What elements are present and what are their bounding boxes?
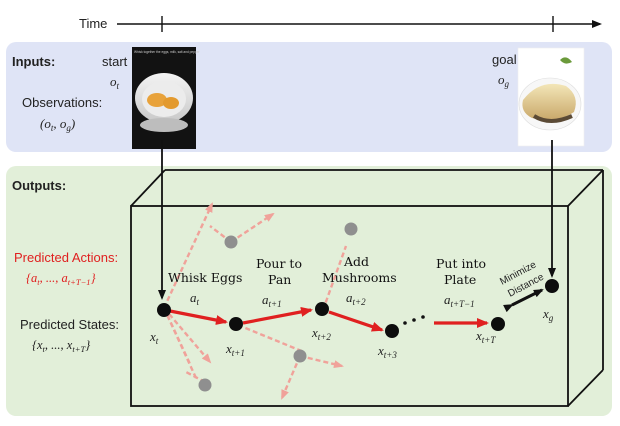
- step-2-label-1: Add: [343, 254, 369, 269]
- time-label: Time: [79, 16, 107, 31]
- state-goal-label: xg: [542, 306, 554, 323]
- predicted-states-math: {xt, ..., xt+T}: [32, 338, 90, 354]
- action-arrow-1: [169, 309, 228, 325]
- predicted-actions-label: Predicted Actions:: [14, 250, 118, 265]
- state-node-goal: [545, 279, 559, 293]
- state-labels: xt xt+1 xt+2 xt+3 xt+T xg: [149, 306, 554, 360]
- goal-math: og: [498, 72, 510, 89]
- step-3-label-1: Put into: [436, 256, 486, 271]
- state-1-label: xt+1: [225, 341, 245, 358]
- predicted-action-arrows: [169, 306, 489, 332]
- alt-node: [344, 222, 358, 236]
- state-3-label: xt+3: [377, 343, 397, 360]
- predicted-actions-math: {at, ..., at+T−1}: [26, 271, 96, 287]
- step-3-action: at+T−1: [444, 292, 475, 309]
- step-2-action: at+2: [346, 290, 366, 307]
- state-2-label: xt+2: [311, 325, 331, 342]
- start-image: Whisk together the eggs, milk, salt and …: [132, 47, 200, 149]
- alt-node: [198, 378, 212, 392]
- predicted-states-label: Predicted States:: [20, 317, 119, 332]
- outputs-title: Outputs:: [12, 178, 66, 193]
- inputs-title: Inputs:: [12, 54, 55, 69]
- state-4-label: xt+T: [475, 328, 496, 345]
- goal-label: goal: [492, 52, 517, 67]
- minimize-distance-arrow: [503, 288, 544, 313]
- time-axis: Time: [79, 16, 602, 32]
- alternative-state-nodes: [198, 222, 358, 392]
- step-1-action: at+1: [262, 292, 282, 309]
- action-arrow-3: [328, 310, 384, 332]
- step-labels: Whisk Eggs at Pour to Pan at+1 Add Mushr…: [168, 254, 486, 309]
- state-node-0: [157, 303, 171, 317]
- goal-image: [517, 47, 585, 147]
- observations-label: Observations:: [22, 95, 102, 110]
- step-1-label-1: Pour to: [256, 256, 302, 271]
- step-0-action: at: [190, 290, 200, 307]
- continuation-dots: [403, 315, 425, 325]
- alt-node: [293, 349, 307, 363]
- step-1-label-2: Pan: [268, 272, 291, 287]
- state-node-2: [315, 302, 329, 316]
- start-image-caption: Whisk together the eggs, milk, salt and …: [134, 50, 200, 54]
- latent-space-box: [130, 169, 604, 407]
- step-3-label-2: Plate: [444, 272, 476, 287]
- action-arrow-2: [242, 306, 313, 325]
- state-node-1: [229, 317, 243, 331]
- start-label: start: [102, 54, 128, 69]
- outputs-panel: [6, 166, 612, 416]
- state-node-4: [491, 317, 505, 331]
- alt-node: [224, 235, 238, 249]
- step-0-label: Whisk Eggs: [168, 270, 242, 285]
- state-0-label: xt: [149, 329, 159, 346]
- predicted-state-nodes: [157, 279, 559, 338]
- observations-math: (ot, og): [40, 116, 75, 133]
- state-node-3: [385, 324, 399, 338]
- step-2-label-2: Mushrooms: [322, 270, 397, 285]
- start-math: ot: [110, 74, 120, 91]
